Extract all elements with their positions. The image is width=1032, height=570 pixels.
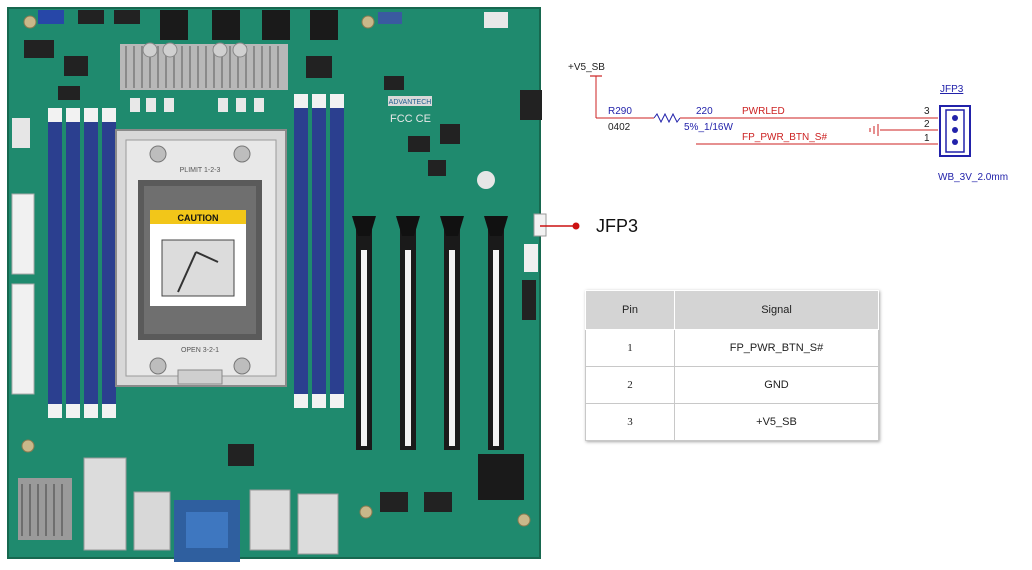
resistor-rating: 5%_1/16W [684, 122, 733, 133]
caution-title: CAUTION [178, 213, 219, 223]
power-label: +V5_SB [568, 62, 605, 73]
resistor-symbol [653, 112, 681, 124]
table-row: 1 FP_PWR_BTN_S# [585, 329, 879, 367]
table-row: 2 GND [585, 366, 879, 404]
callout-dot [572, 222, 580, 230]
connector-pin-3 [952, 115, 958, 121]
header-pin: Pin [585, 290, 675, 330]
cpu-socket: CAUTION PLIMIT 1-2-3 OPEN 3-2-1 [115, 129, 287, 387]
dimm-slots-right [294, 94, 344, 408]
pcie-slots [352, 216, 508, 450]
socket-text-bottom: OPEN 3-2-1 [181, 347, 219, 354]
jfp3-connector [533, 213, 547, 237]
signal-cell: +V5_SB [674, 403, 879, 441]
pin-cell: 3 [585, 403, 675, 441]
resistor-package: 0402 [608, 122, 631, 133]
pin-number-2: 2 [924, 119, 930, 130]
schematic-diagram: +V5_SB R290 0402 220 5%_1/16W PWRLED FP_… [568, 62, 1008, 183]
dimm-slots-left [48, 108, 116, 418]
pin-cell: 1 [585, 329, 675, 367]
pin-number-3: 3 [924, 106, 930, 117]
net-btn: FP_PWR_BTN_S# [742, 132, 827, 143]
net-pwrled: PWRLED [742, 106, 785, 117]
header-signal: Signal [674, 290, 879, 330]
pin-signal-table: Pin Signal 1 FP_PWR_BTN_S# 2 GND 3 +V5_S… [585, 290, 879, 441]
pin-cell: 2 [585, 366, 675, 404]
signal-cell: GND [674, 366, 879, 404]
table-header-row: Pin Signal [585, 290, 879, 330]
cert-text: FCC CE [390, 113, 431, 125]
connector-ref: JFP3 [940, 84, 964, 95]
signal-cell: FP_PWR_BTN_S# [674, 329, 879, 367]
connector-pin-1 [952, 139, 958, 145]
callout-label-jfp3: JFP3 [596, 216, 639, 236]
socket-text-top: PLIMIT 1-2-3 [180, 167, 221, 174]
resistor-value: 220 [696, 106, 713, 117]
table-row: 3 +V5_SB [585, 403, 879, 441]
brand-text: ADVANTECH [389, 99, 432, 106]
connector-part: WB_3V_2.0mm [938, 172, 1008, 183]
connector-pin-2 [952, 127, 958, 133]
motherboard-image: CAUTION PLIMIT 1-2-3 OPEN 3-2-1 ADVANTEC… [7, 7, 547, 562]
resistor-ref: R290 [608, 106, 632, 117]
pin-number-1: 1 [924, 133, 930, 144]
rear-io [18, 457, 339, 562]
